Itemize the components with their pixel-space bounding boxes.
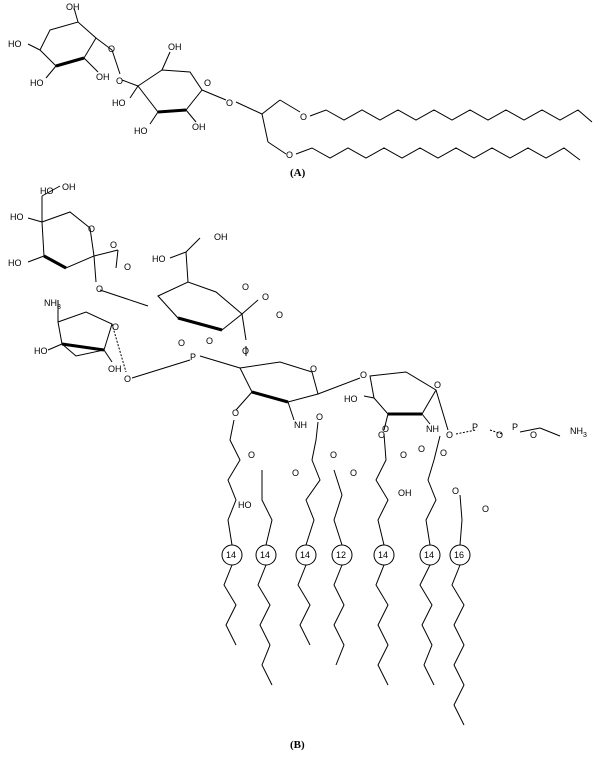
chain-length-label: 14 <box>378 550 388 560</box>
a-ho-ring2b: HO <box>134 126 148 136</box>
b-o-p2: O <box>446 430 453 440</box>
a-o-glyc: O <box>226 98 233 108</box>
b-ho-4: HO <box>152 254 166 264</box>
a-oh-top: OH <box>66 2 80 12</box>
b-oh-1: OH <box>62 182 76 192</box>
chain-circle <box>295 544 317 566</box>
b-o-ara: O <box>112 322 119 332</box>
b-ester-o8: O <box>418 444 425 454</box>
chain-circle <box>221 544 243 566</box>
b-nh-1: NH <box>294 420 307 430</box>
b-ester-o7: O <box>400 450 407 460</box>
a-o-link: O <box>116 76 123 86</box>
b-ho-5: HO <box>34 346 48 356</box>
b-ester-o9: O <box>440 448 447 458</box>
panel-a-structure <box>27 7 593 161</box>
caption-a: (A) <box>290 167 306 179</box>
a-o-ring2: O <box>204 78 211 88</box>
panel-b-structure <box>27 185 561 726</box>
b-oh-3: OH <box>108 364 122 374</box>
b-ester-o4: O <box>316 412 323 422</box>
a-o-ring1: O <box>108 44 115 54</box>
b-p1-o: O <box>178 338 185 348</box>
b-oh-2: OH <box>214 232 228 242</box>
b-coo1-o: O <box>110 240 117 250</box>
b-ester-o5: O <box>330 450 337 460</box>
b-nh3-2: NH3 <box>570 426 587 439</box>
b-o-link2: O <box>360 370 367 380</box>
b-nh-2: NH <box>426 424 439 434</box>
b-ho-3: HO <box>8 258 22 268</box>
a-o-chain2: O <box>286 150 293 160</box>
b-ester-o6: O <box>350 468 357 478</box>
caption-b: (B) <box>290 739 305 751</box>
b-p-1: P <box>190 352 196 362</box>
chain-length-label: 14 <box>424 550 434 560</box>
b-o-6: O <box>242 346 249 356</box>
b-p1-o2: O <box>206 336 213 346</box>
chain-length-label: 14 <box>226 550 236 560</box>
chain-length-label: 12 <box>336 550 346 560</box>
a-oh-ring2-top: OH <box>168 42 182 52</box>
b-ester-o1: O <box>232 408 239 418</box>
a-ho-left: HO <box>8 39 22 49</box>
b-o-p3: O <box>496 430 503 440</box>
b-oh-tail2: OH <box>398 488 412 498</box>
b-o-glcn1: O <box>310 364 317 374</box>
b-ester-o11: O <box>482 504 489 514</box>
a-ho-ring2: HO <box>112 98 126 108</box>
b-o-bridge: O <box>96 284 103 294</box>
b-coo1-o2: O <box>124 262 131 272</box>
b-ester-o2: O <box>248 450 255 460</box>
b-ester-o3: O <box>292 468 299 478</box>
b-o-glcn2: O <box>434 380 441 390</box>
a-oh-ring1: OH <box>96 72 110 82</box>
b-ho-1: HO <box>40 186 54 196</box>
a-oh-ring2b: OH <box>192 122 206 132</box>
chain-length-label: 14 <box>300 550 310 560</box>
b-nh3-1: NH3 <box>44 298 61 311</box>
b-p-2: P <box>472 422 478 432</box>
b-coo2-o: O <box>262 292 269 302</box>
b-coo2-o2: O <box>276 310 283 320</box>
chain-circle <box>449 544 471 566</box>
b-o-ara-link: O <box>124 374 131 384</box>
b-ho-tail1: HO <box>238 500 252 510</box>
b-o-7: O <box>378 430 385 440</box>
chain-length-label: 14 <box>260 550 270 560</box>
a-o-chain1: O <box>300 112 307 122</box>
chain-length-label: 16 <box>454 550 464 560</box>
b-ho-6: HO <box>344 394 358 404</box>
b-ho-2: HO <box>10 212 24 222</box>
chain-circle <box>255 544 277 566</box>
b-o-kdo1: O <box>88 224 95 234</box>
chain-circle <box>373 544 395 566</box>
b-o-kdo2: O <box>242 282 249 292</box>
a-ho-left2: HO <box>30 78 44 88</box>
b-ester-o10: O <box>452 486 459 496</box>
b-o-p4: O <box>530 430 537 440</box>
b-ester-o12: O <box>382 424 389 434</box>
chain-circle <box>331 544 353 566</box>
b-p-3: P <box>512 422 518 432</box>
chain-circles <box>221 544 471 566</box>
chain-circle <box>419 544 441 566</box>
chain-length-labels: 14 14 14 12 14 14 16 <box>226 550 464 560</box>
